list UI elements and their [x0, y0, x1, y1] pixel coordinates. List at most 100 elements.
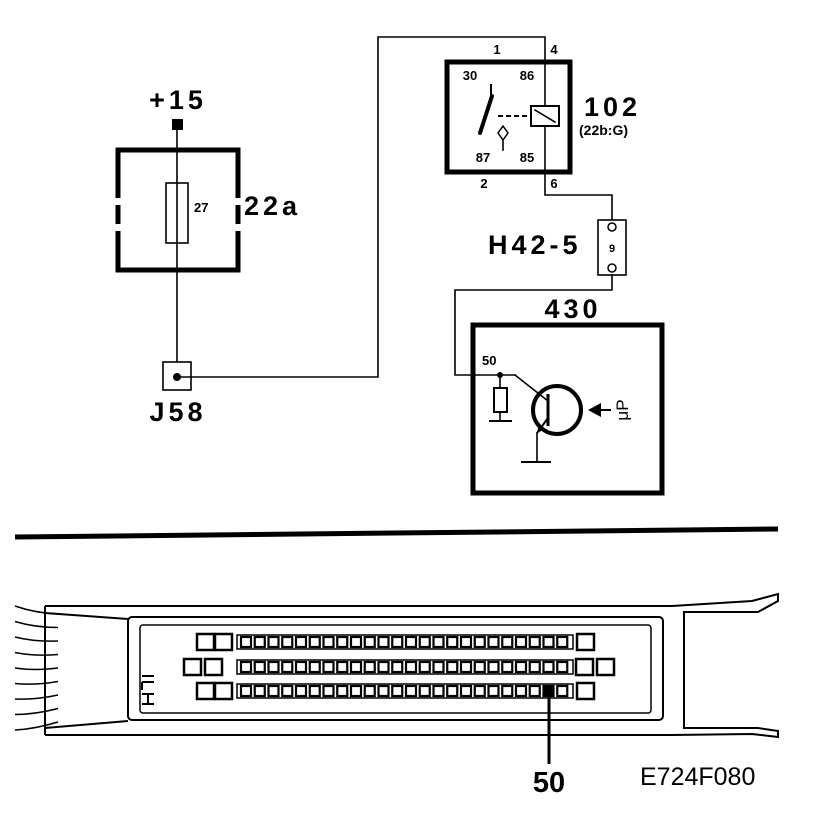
- junction-label: J58: [149, 397, 206, 427]
- connector-pin: [336, 684, 349, 698]
- connector-pin: [446, 660, 459, 674]
- connector-pin: [446, 635, 459, 649]
- connector-pin: [391, 660, 404, 674]
- connector-pin: [556, 635, 569, 649]
- fuse-box-outline: [115, 147, 241, 273]
- connector-pin: [322, 684, 335, 698]
- connector-pin: [377, 635, 390, 649]
- connector-pin: [363, 660, 376, 674]
- connector-pin: [349, 635, 363, 649]
- connector-pin: [501, 635, 514, 649]
- connector-terminal-bottom: [607, 263, 617, 273]
- fuse-number: 27: [194, 200, 208, 215]
- connector-pin: [281, 635, 294, 649]
- connector-pin: [363, 635, 376, 649]
- relay-pin-1: 1: [493, 42, 500, 57]
- relay-reference: (22b:G): [579, 122, 628, 138]
- connector-pin: [267, 660, 280, 674]
- fuse-box-22a: 22a: [115, 147, 297, 273]
- wire-j58-to-relay-pin4: [180, 36, 546, 378]
- connector-pin: [349, 684, 363, 698]
- connector-pin-large: [574, 657, 595, 677]
- connector-pin: [336, 635, 349, 649]
- pin-row-outline: [236, 659, 574, 675]
- connector-pin: [267, 684, 280, 698]
- connector-frame: [127, 616, 664, 721]
- connector-pin-large: [182, 657, 203, 677]
- relay-coil-diagonal: [533, 108, 557, 124]
- connector-pin: [404, 635, 418, 649]
- connector-pin: [432, 635, 445, 649]
- relay-switch-blade: [478, 94, 494, 135]
- connector-pin-callout: [542, 684, 555, 698]
- harness-wire: [14, 620, 59, 629]
- connector-pin-large: [195, 632, 216, 652]
- input-arrow-icon: [588, 403, 601, 417]
- connector-pin: [404, 660, 418, 674]
- connector-face: [139, 624, 652, 714]
- connector-pin: [377, 684, 390, 698]
- connector-pin: [281, 684, 294, 698]
- connector-pin: [501, 660, 514, 674]
- connector-pin: [459, 684, 473, 698]
- connector-pin: [253, 635, 266, 649]
- connector-pin: [418, 660, 431, 674]
- connector-pin: [528, 684, 541, 698]
- ecu-id: 430: [544, 294, 601, 324]
- pin-row-outline: [236, 634, 574, 650]
- connector-pin: [322, 660, 335, 674]
- connector-pin: [432, 684, 445, 698]
- connector-pin: [391, 635, 404, 649]
- supply-terminal: [172, 119, 183, 130]
- connector-pin: [473, 660, 486, 674]
- connector-pin: [487, 660, 500, 674]
- connector-marking: [141, 675, 154, 705]
- connector-pin: [239, 684, 253, 698]
- ecu-430: 430 50 μP: [470, 294, 665, 496]
- connector-pin: [446, 684, 459, 698]
- fuse-27: 27: [165, 182, 208, 244]
- connector-label: H42-5: [488, 230, 582, 260]
- harness-wire: [14, 667, 59, 671]
- connector-shell: [44, 605, 672, 736]
- connector-pin: [514, 660, 528, 674]
- connector-pin: [473, 635, 486, 649]
- relay-id: 102: [584, 92, 641, 122]
- connector-pin: [308, 635, 321, 649]
- relay-pin-87: 87: [476, 150, 490, 165]
- transistor-emitter-arrow: [537, 424, 545, 433]
- connector-pin: [253, 660, 266, 674]
- connector-pin-number: 9: [609, 243, 615, 255]
- connector-pin: [239, 660, 253, 674]
- connector-pin: [487, 684, 500, 698]
- connector-pin: [556, 684, 569, 698]
- connector-pin: [281, 660, 294, 674]
- connector-pin: [487, 635, 500, 649]
- connector-pin: [267, 635, 280, 649]
- connector-h42-5: H42-5 9: [488, 219, 627, 276]
- connector-pin: [432, 660, 445, 674]
- connector-pin: [322, 635, 335, 649]
- connector-pin: [514, 635, 528, 649]
- pin-array: [182, 632, 616, 701]
- supply-label: +15: [149, 85, 207, 115]
- connector-pin: [308, 660, 321, 674]
- connector-rear-housing: [671, 592, 779, 739]
- wire-relay-pin6-to-h42: [544, 171, 613, 221]
- connector-pin: [253, 684, 266, 698]
- supply-terminal-group: +15: [149, 85, 207, 130]
- figure-code: E724F080: [640, 763, 755, 791]
- relay-pin-4: 4: [550, 42, 558, 57]
- pin-callout-label: 50: [533, 767, 565, 799]
- junction-j58: J58: [149, 361, 206, 427]
- junction-dot: [173, 373, 181, 381]
- connector-pin: [459, 635, 473, 649]
- connector-pin: [294, 660, 308, 674]
- connector-pin: [528, 635, 541, 649]
- connector-pin: [473, 684, 486, 698]
- connector-pin: [542, 660, 555, 674]
- transistor-body: [531, 384, 583, 436]
- pull-resistor: [493, 387, 508, 413]
- ecu-pin-label: 50: [482, 353, 496, 368]
